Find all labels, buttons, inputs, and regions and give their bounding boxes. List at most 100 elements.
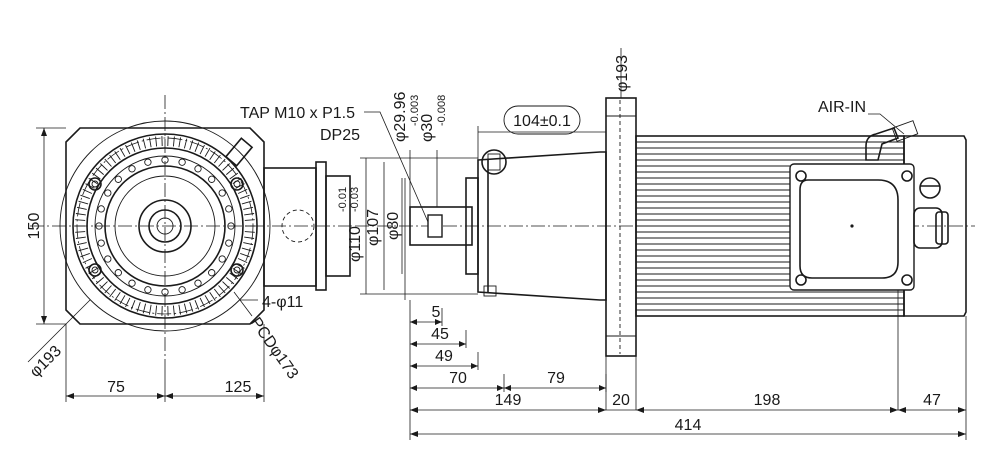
dia107-label: φ107: [365, 209, 382, 246]
len104-label: 104±0.1: [513, 113, 571, 130]
dim-198-label: 198: [754, 392, 781, 409]
stack-dim-label: 5: [432, 304, 441, 321]
bolt-hole: [194, 279, 202, 287]
dim-150-label: 150: [26, 213, 43, 240]
bolt-hole: [144, 158, 152, 166]
pcd-label: PCDφ173: [247, 315, 302, 383]
gearbox-plug: [483, 285, 497, 297]
bolt-hole: [161, 156, 169, 164]
dia80-label: φ80: [385, 212, 402, 240]
ring-tick: [194, 142, 200, 152]
ring-tick: [199, 297, 205, 308]
ring-tick: [114, 292, 121, 301]
ring-tick: [244, 219, 255, 221]
ring-tick: [244, 236, 255, 239]
ring-tick: [91, 172, 101, 180]
bolt-hole: [97, 205, 105, 213]
bolt-hole: [104, 189, 112, 197]
ring-tick: [218, 285, 226, 294]
center-bore: [156, 217, 174, 235]
front-view: 150 φ193 4-φ11 PCDφ173 75 125: [26, 95, 355, 402]
ring-tick: [99, 281, 108, 289]
bolt-hole: [114, 269, 122, 277]
arrowhead: [435, 319, 442, 325]
ring-7: [148, 209, 182, 243]
ring-tick: [178, 137, 182, 148]
ring-tick: [136, 140, 141, 151]
dia110-label: φ110: [347, 226, 364, 262]
motor-flange: [605, 97, 637, 357]
ring-tick: [95, 277, 104, 285]
ring-tick: [237, 258, 248, 264]
dia110-tol-up: -0.01: [337, 187, 349, 212]
air-in-label: AIR-IN: [818, 99, 866, 116]
ring-tick: [130, 142, 136, 152]
vent-plug: [919, 177, 941, 199]
ring-tick: [125, 144, 131, 155]
ring-tick: [172, 136, 175, 147]
dim-47-label: 47: [923, 392, 941, 409]
corner-bolts: [88, 177, 244, 277]
dia30-tol: -0.008: [436, 95, 448, 126]
shaft: [409, 206, 473, 246]
bolt-hole: [208, 269, 216, 277]
dia2996-tol: -0.003: [409, 95, 421, 126]
ring-tick: [142, 303, 147, 314]
motor-rear-cap: [903, 135, 967, 317]
ring-tick: [240, 194, 250, 200]
bolt-hole: [97, 239, 105, 247]
ring-tick: [209, 292, 216, 301]
bolt-hole: [178, 286, 186, 294]
bolt-ring: [75, 136, 255, 316]
dim-149-label: 149: [495, 392, 522, 409]
ring-tick: [204, 295, 211, 305]
bolt-hole: [144, 286, 152, 294]
ring-tick: [237, 188, 248, 194]
side-view: AIR-IN φ193 104±0.1 TAP M10 x P1.5 DP25 …: [240, 48, 975, 440]
ring-tick: [75, 213, 86, 216]
bolt-hole: [128, 279, 136, 287]
ring-3: [94, 155, 236, 297]
ring-tick: [222, 281, 231, 289]
arrowhead: [471, 363, 478, 369]
ring-tick: [222, 163, 231, 171]
ring-tick: [209, 151, 216, 160]
arrowhead: [410, 341, 417, 347]
ring-tick: [204, 147, 211, 157]
square-flange: [65, 127, 265, 325]
bolt-hole: [104, 255, 112, 263]
ring-tick: [243, 242, 254, 246]
air-in-leader: [868, 113, 905, 135]
ring-tick: [82, 258, 93, 264]
ring-4: [104, 165, 226, 287]
ring-tick: [88, 177, 98, 184]
ring-tick: [125, 297, 131, 308]
ring-tick: [99, 163, 108, 171]
arrowhead: [410, 363, 417, 369]
ring-tick: [155, 305, 158, 316]
ring-tick: [189, 140, 194, 151]
arrowhead: [599, 385, 606, 391]
bolt-hole: [95, 222, 103, 230]
ring-tick: [80, 194, 90, 200]
dim-414-label: 414: [675, 417, 702, 434]
ring-tick: [199, 144, 205, 155]
ring-tick: [80, 252, 90, 258]
ring-tick: [148, 137, 152, 148]
dia110-tol-dn: -0.03: [349, 187, 361, 212]
ring-tick: [109, 288, 117, 298]
ring-tick: [119, 147, 126, 157]
dim-75-label: 75: [107, 379, 125, 396]
ring-tick: [76, 242, 87, 246]
holes-label: 4-φ11: [262, 294, 303, 311]
ring-2: [86, 147, 244, 305]
stack-dim-label: 45: [431, 326, 449, 343]
ring-tick: [226, 277, 235, 285]
stack-dim-label: 70: [449, 370, 467, 387]
dia193-leader: [27, 299, 91, 363]
side-connector-body: [263, 167, 317, 287]
fitting-top: [224, 137, 254, 167]
ring-tick: [136, 301, 141, 312]
stack-dim-label: 79: [547, 370, 565, 387]
arrowhead: [410, 319, 417, 325]
